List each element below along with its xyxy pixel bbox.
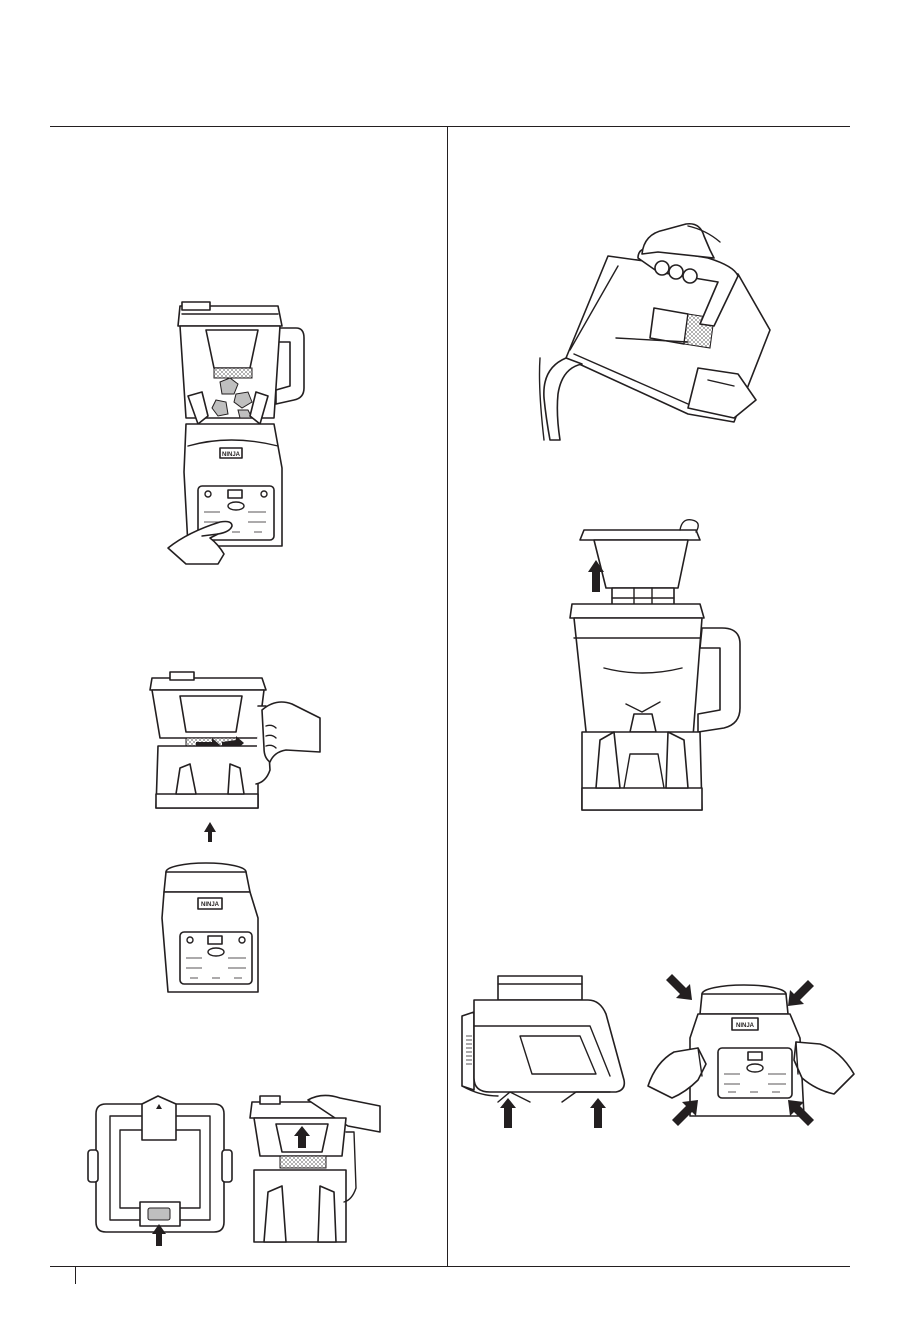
pitcher-pour-illustration: [538, 218, 780, 444]
top-rule: [50, 126, 850, 127]
filter-basket-lift-illustration: [568, 518, 748, 818]
pitcher-twist-lift-illustration: NINJA: [146, 666, 322, 1000]
motor-base-side-illustration: [460, 970, 628, 1132]
lift-lid-illustration: [248, 1092, 384, 1244]
figure-lid-release: [86, 1094, 234, 1246]
brand-mark: NINJA: [201, 902, 220, 908]
figure-base-side: [460, 970, 628, 1132]
lid-release-tab-illustration: [86, 1094, 234, 1246]
figure-pour: [538, 218, 780, 444]
bottom-rule: [50, 1266, 850, 1267]
figure-select-program: NINJA: [158, 296, 318, 568]
brand-mark: NINJA: [736, 1023, 755, 1029]
brand-mark: NINJA: [222, 452, 241, 458]
figure-base-hands: NINJA: [644, 966, 858, 1126]
page-number-tick: [75, 1266, 76, 1284]
motor-base-hands-illustration: NINJA: [644, 966, 858, 1126]
blender-press-program-illustration: NINJA: [158, 296, 318, 568]
figure-remove-filter: [568, 518, 748, 818]
figure-lift-lid: [248, 1092, 384, 1244]
column-divider: [447, 127, 448, 1266]
figure-remove-pitcher: NINJA: [146, 666, 322, 1000]
